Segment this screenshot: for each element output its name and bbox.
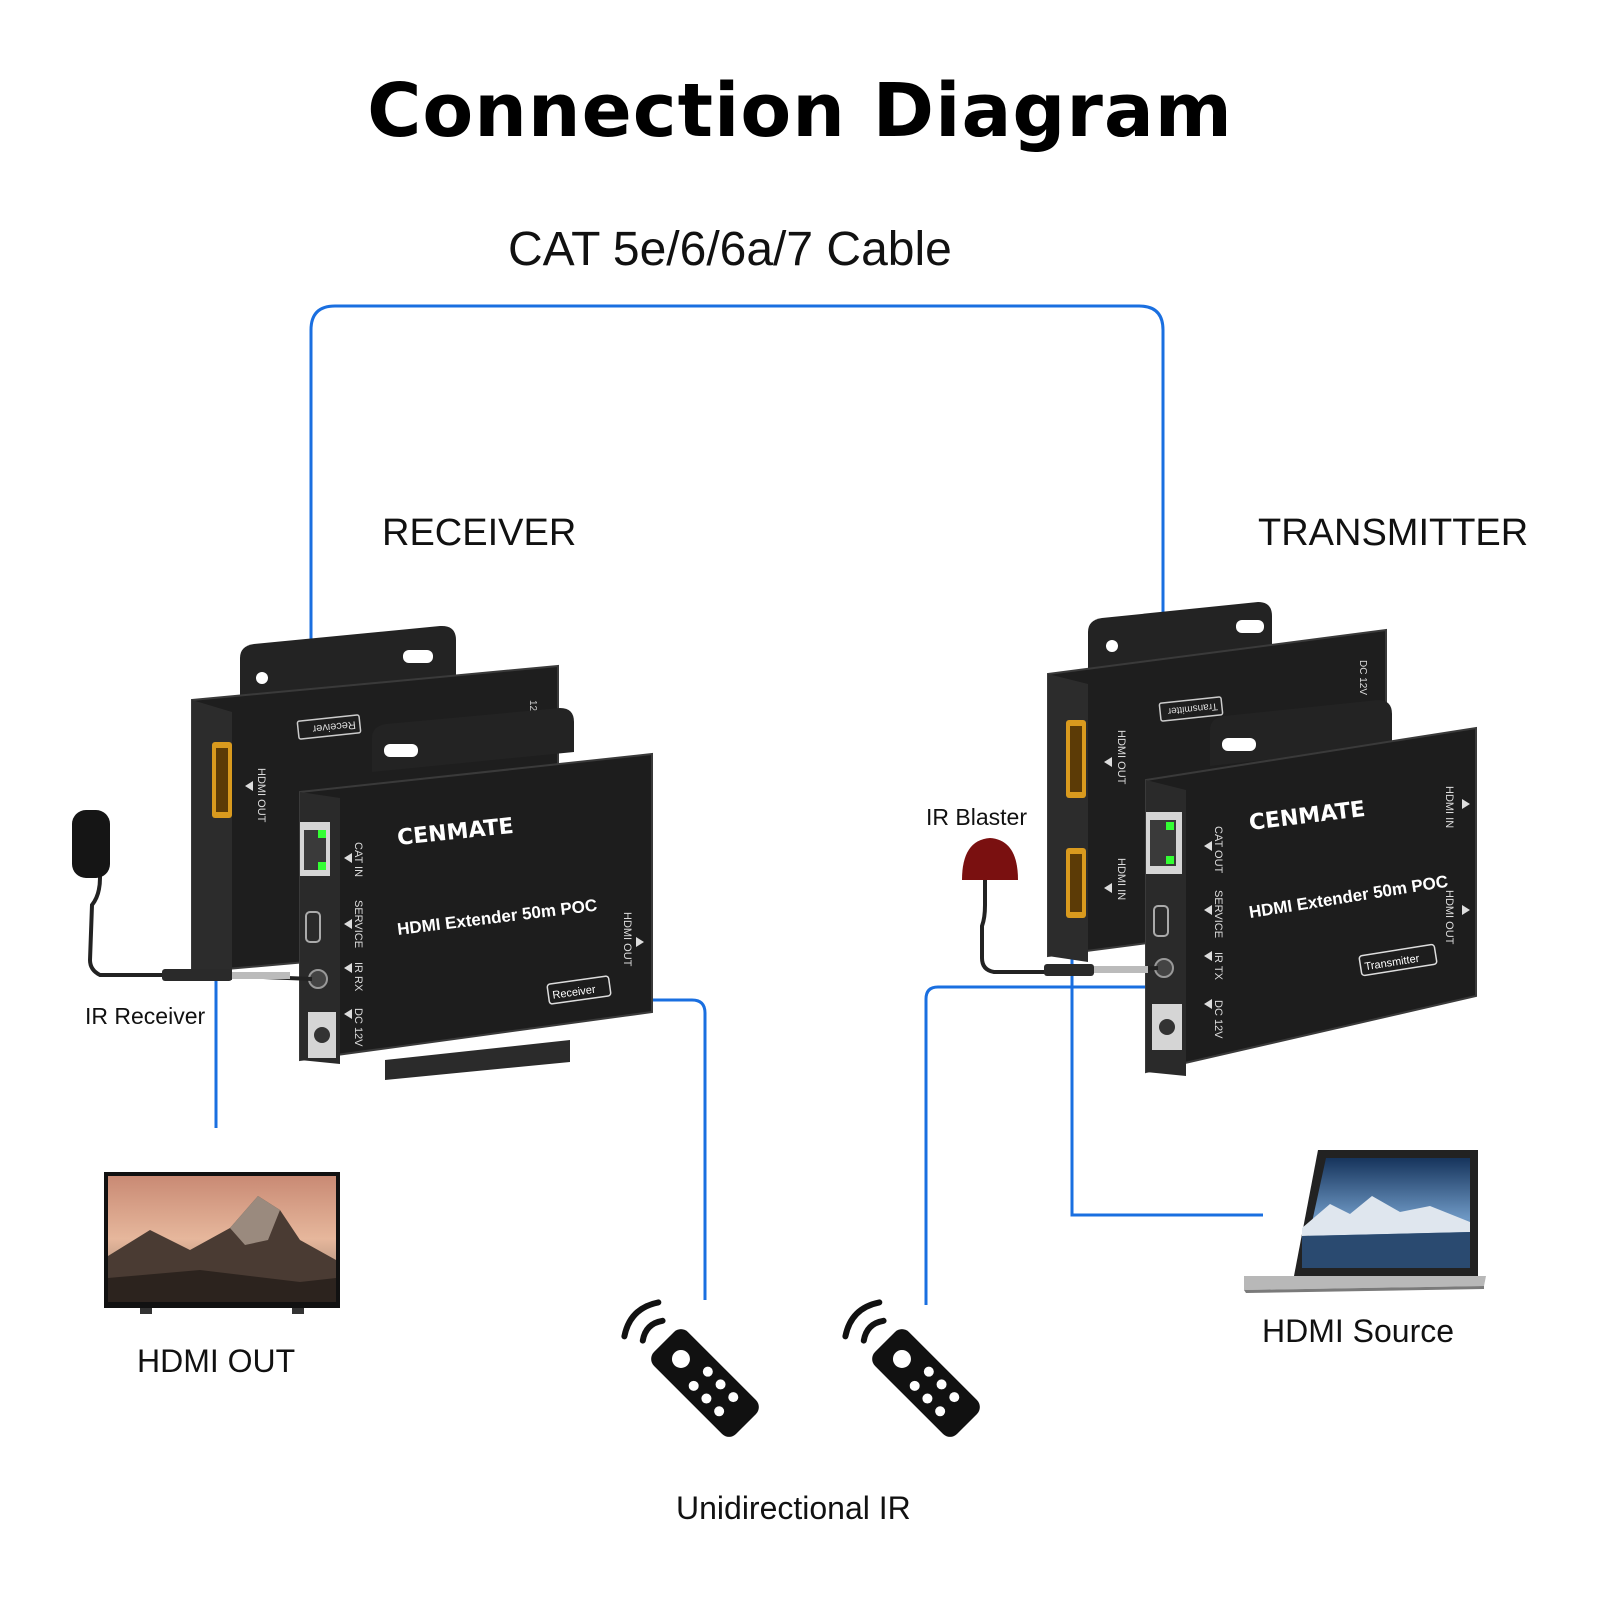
page-title: Connection Diagram (367, 68, 1233, 154)
tx-side-port-hdmi-in: HDMI IN (1443, 786, 1455, 828)
tx-rear-port-hdmi-out: HDMI OUT (1115, 730, 1127, 785)
rx-port-ir-rx: IR RX (352, 962, 364, 992)
tx-rear-port-hdmi-in: HDMI IN (1115, 858, 1127, 900)
rx-port-dc: DC 12V (352, 1008, 364, 1047)
remote-label: Unidirectional IR (676, 1490, 911, 1526)
cat-cable-line (309, 304, 1165, 842)
tv-label: HDMI OUT (137, 1343, 296, 1379)
rx-side-port: HDMI OUT (621, 912, 633, 967)
ir-blaster-label: IR Blaster (926, 804, 1027, 830)
rx-rear-port-label: HDMI OUT (255, 768, 267, 823)
tx-side-port-hdmi-out: HDMI OUT (1443, 890, 1455, 945)
tx-rear-dc-label: DC 12V (1357, 660, 1368, 695)
rx-port-service: SERVICE (352, 900, 364, 948)
laptop-icon (1244, 1150, 1486, 1293)
rx-rear-dc-label: 12V (527, 700, 538, 718)
rx-rear-badge: Receiver (312, 718, 357, 735)
transmitter-front-unit: CAT OUT SERVICE IR TX DC 12V HDMI IN HDM… (1145, 700, 1477, 1076)
ir-receiver-sensor (72, 810, 313, 981)
laptop-label: HDMI Source (1262, 1313, 1455, 1349)
transmitter-heading: TRANSMITTER (1258, 512, 1529, 554)
tx-ir-line (924, 985, 1164, 1305)
receiver-front-unit: CAT IN SERVICE IR RX DC 12V HDMI OUT CEN… (299, 708, 653, 1080)
rx-port-cat-in: CAT IN (352, 842, 364, 877)
tv-icon (104, 1172, 340, 1314)
tx-port-service: SERVICE (1212, 890, 1224, 938)
remote-icon-right (842, 1299, 980, 1437)
cable-label: CAT 5e/6/6a/7 Cable (508, 223, 952, 276)
tx-port-dc: DC 12V (1212, 1000, 1224, 1039)
remote-icon-left (621, 1299, 759, 1437)
ir-receiver-label: IR Receiver (85, 1003, 206, 1029)
tx-hdmi-in-line (1070, 912, 1263, 1217)
ir-blaster (962, 838, 1159, 976)
rx-ir-line (318, 998, 707, 1300)
receiver-heading: RECEIVER (382, 512, 577, 554)
tx-port-cat-out: CAT OUT (1212, 826, 1224, 874)
tx-rear-badge: Transmitter (1167, 700, 1219, 716)
tx-port-ir-tx: IR TX (1212, 952, 1224, 981)
